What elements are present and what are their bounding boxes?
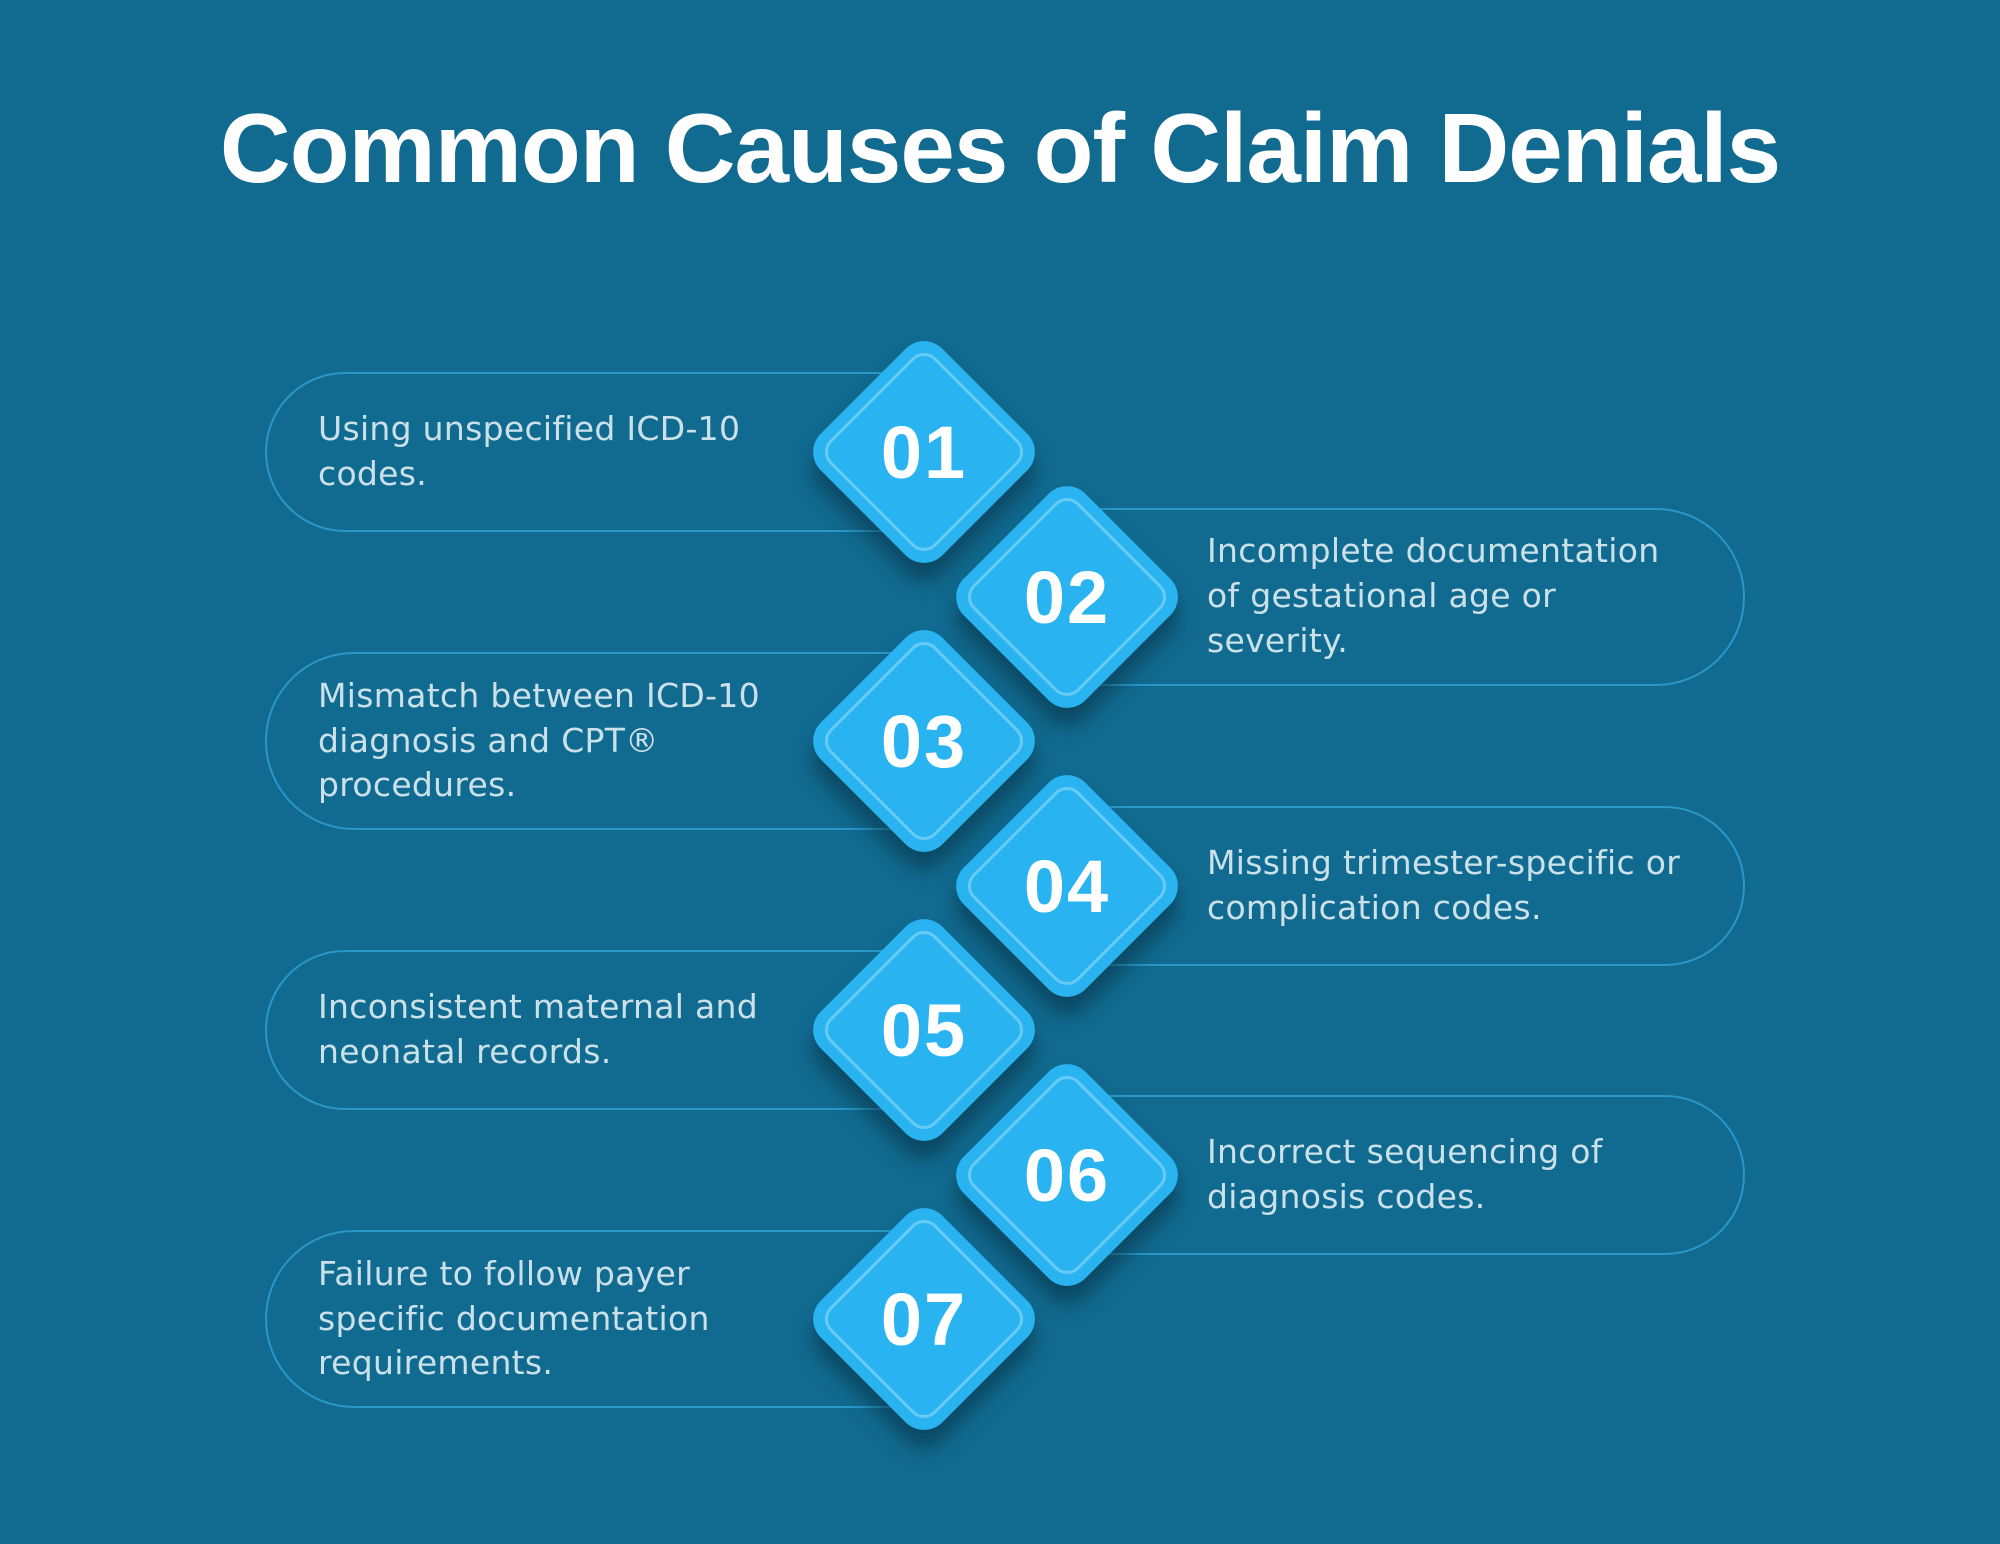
item-pill: Failure to follow payer specific documen…	[265, 1230, 990, 1408]
item-caption: Missing trimester-specific or complicati…	[1207, 842, 1681, 927]
item-diamond: 07	[802, 1197, 1046, 1441]
item-caption: Incorrect sequencing of diagnosis codes.	[1207, 1131, 1603, 1216]
item-pill: Inconsistent maternal and neonatal recor…	[265, 950, 990, 1110]
item-pill: Mismatch between ICD-10 diagnosis and CP…	[265, 652, 990, 830]
item-number: 07	[880, 1277, 968, 1361]
item-caption: Using unspecified ICD-10 codes.	[318, 409, 741, 493]
item-pill: Missing trimester-specific or complicati…	[1000, 805, 1745, 966]
item-caption: Failure to follow payer specific documen…	[318, 1253, 710, 1383]
diamond-shape: 07	[802, 1197, 1046, 1441]
page-title: Common Causes of Claim Denials	[219, 93, 1781, 203]
item-pill: Using unspecified ICD-10 codes.	[265, 372, 990, 532]
item-caption: Mismatch between ICD-10 diagnosis and CP…	[318, 675, 760, 805]
item-pill: Incomplete documentation of gestational …	[1000, 507, 1745, 686]
item-pill: Incorrect sequencing of diagnosis codes.	[1000, 1094, 1745, 1255]
item-caption: Inconsistent maternal and neonatal recor…	[318, 987, 759, 1071]
item-caption: Incomplete documentation of gestational …	[1207, 531, 1660, 660]
